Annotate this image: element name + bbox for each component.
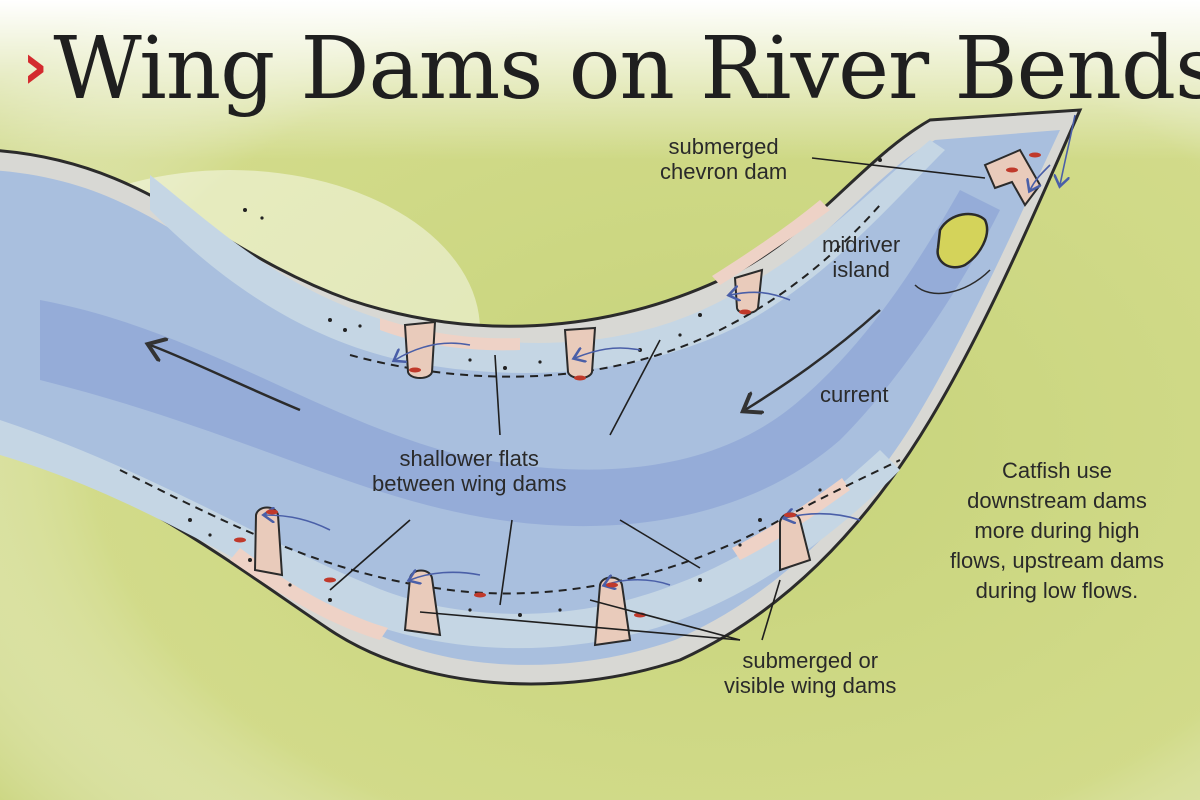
label-wing-dams: submerged or visible wing dams	[724, 648, 897, 698]
midriver-island	[936, 212, 989, 269]
label-catfish-note: Catfish use downstream dams more during …	[950, 458, 1164, 603]
wing-dams-upper	[403, 268, 764, 379]
current-arrow	[745, 309, 881, 410]
label-shallower-flats: shallower flats between wing dams	[372, 446, 567, 496]
main-channel	[40, 190, 1000, 527]
page-title: ›Wing Dams on River Bends	[22, 26, 1200, 112]
label-current: current	[820, 382, 889, 407]
downstream-arrow	[150, 345, 301, 412]
catfish-marks	[234, 152, 1041, 618]
label-chevron-dam: submerged chevron dam	[660, 134, 788, 184]
outer-bank-shallows	[0, 420, 900, 649]
title-text: Wing Dams on River Bends	[53, 19, 1200, 119]
label-midriver-island: midriver island	[822, 232, 901, 282]
chevron-marker-icon: ›	[22, 30, 48, 104]
